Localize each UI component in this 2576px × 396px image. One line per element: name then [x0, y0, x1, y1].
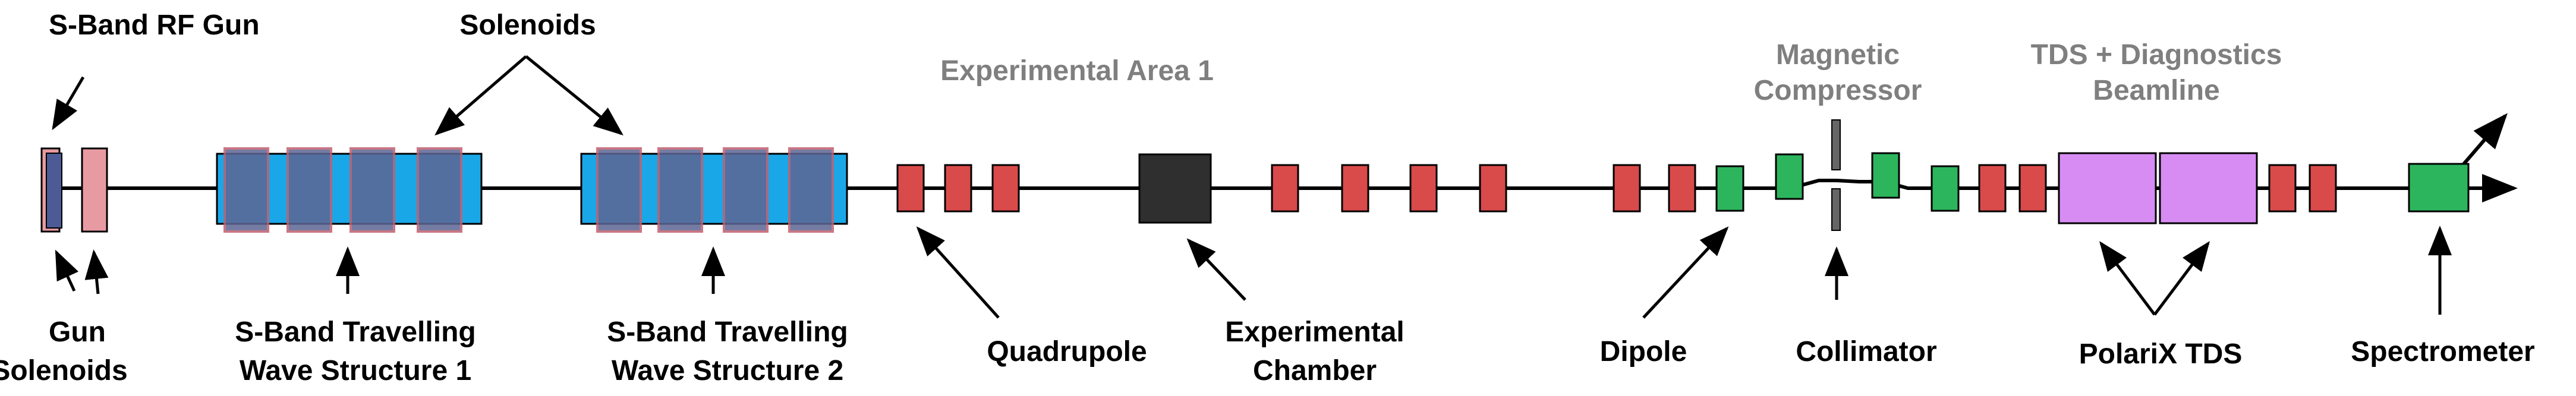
spectrometer-dipole	[2408, 163, 2470, 213]
collimator-jaw	[1831, 119, 1841, 170]
quadrupole	[1978, 164, 2007, 213]
magnetic-compressor	[1715, 119, 1960, 231]
gun-solenoid	[81, 147, 108, 233]
magnetic-compressor-label-line1: Magnetic	[1776, 39, 1900, 71]
solenoid	[723, 147, 769, 233]
quadrupole	[991, 164, 1020, 213]
quadrupole-label: Quadrupole	[987, 336, 1147, 368]
solenoid	[286, 147, 332, 233]
gun-solenoids-label: Solenoids	[0, 355, 128, 387]
solenoid	[657, 147, 703, 233]
experimental-chamber	[1138, 153, 1212, 224]
spectrometer-label: Spectrometer	[2351, 336, 2534, 368]
dipole	[1871, 152, 1900, 199]
polarix-tds-cavity	[2159, 152, 2258, 224]
structure-2-label-line1: S-Band Travelling	[607, 316, 848, 348]
quadrupoles-matching	[1271, 164, 1696, 213]
structure-1-label-line2: Wave Structure 1	[240, 355, 471, 387]
accelerating-structure-2	[580, 147, 848, 233]
tds-beamline	[1978, 152, 2470, 224]
quadrupole	[2268, 164, 2297, 213]
pointer-arrows	[52, 55, 2452, 319]
solenoids-label: Solenoids	[459, 9, 596, 41]
quadrupole	[2309, 164, 2337, 213]
quadrupole	[1271, 164, 1299, 213]
quadrupoles-area-1	[896, 164, 1020, 213]
gun-label: Gun	[49, 316, 106, 348]
solenoid	[223, 147, 269, 233]
dipole	[1715, 165, 1744, 212]
dipole	[1931, 165, 1960, 212]
collimator-label: Collimator	[1796, 336, 1936, 368]
solenoid	[788, 147, 834, 233]
solenoid	[417, 147, 462, 233]
rf-gun	[40, 147, 62, 233]
dipole-label: Dipole	[1600, 336, 1687, 368]
solenoid	[349, 147, 395, 233]
polarix-label: PolariX TDS	[2079, 338, 2243, 370]
magnetic-compressor-label-line2: Compressor	[1754, 75, 1922, 106]
quadrupole	[1479, 164, 1507, 213]
structure-1-label-line1: S-Band Travelling	[235, 316, 475, 348]
polarix-tds-cavity	[2058, 152, 2157, 224]
tds-beamline-label-line2: Beamline	[2093, 75, 2219, 106]
chamber-label-line2: Chamber	[1253, 355, 1377, 387]
quadrupole	[2018, 164, 2047, 213]
dipole	[1775, 153, 1804, 200]
tds-beamline-label-line1: TDS + Diagnostics	[2031, 39, 2282, 71]
quadrupole	[1668, 164, 1696, 213]
accelerating-structure-1	[216, 147, 483, 233]
structure-2-label-line2: Wave Structure 2	[612, 355, 843, 387]
quadrupole	[944, 164, 972, 213]
solenoid	[596, 147, 642, 233]
rf-gun-label: S-Band RF Gun	[49, 9, 260, 41]
quadrupole	[896, 164, 925, 213]
experimental-area-label: Experimental Area 1	[940, 55, 1214, 87]
quadrupole	[1341, 164, 1369, 213]
chamber-label-line1: Experimental	[1225, 316, 1404, 348]
quadrupole	[1613, 164, 1641, 213]
quadrupole	[1409, 164, 1438, 213]
collimator-jaw	[1831, 188, 1841, 231]
